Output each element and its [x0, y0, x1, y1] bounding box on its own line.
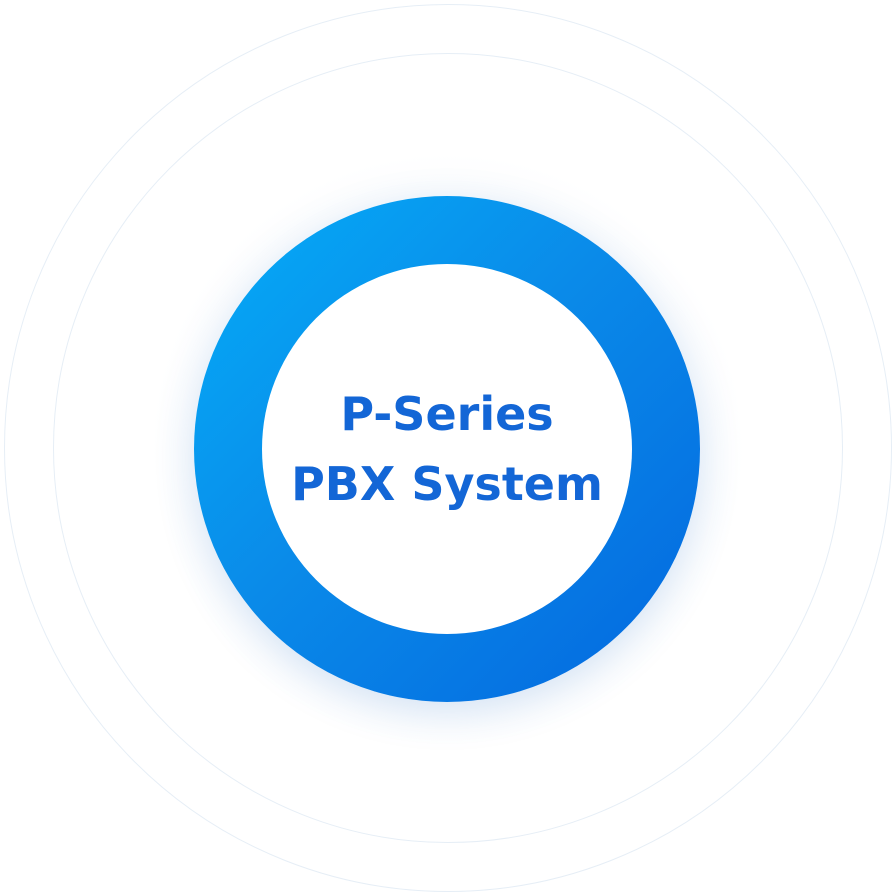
center-label: P-Series PBX System [262, 264, 632, 634]
inner-ring [53, 53, 843, 843]
title-line-1: P-Series [340, 387, 554, 441]
center-circle [262, 264, 632, 634]
outer-ring [4, 4, 892, 892]
title-line-2: PBX System [291, 457, 603, 511]
